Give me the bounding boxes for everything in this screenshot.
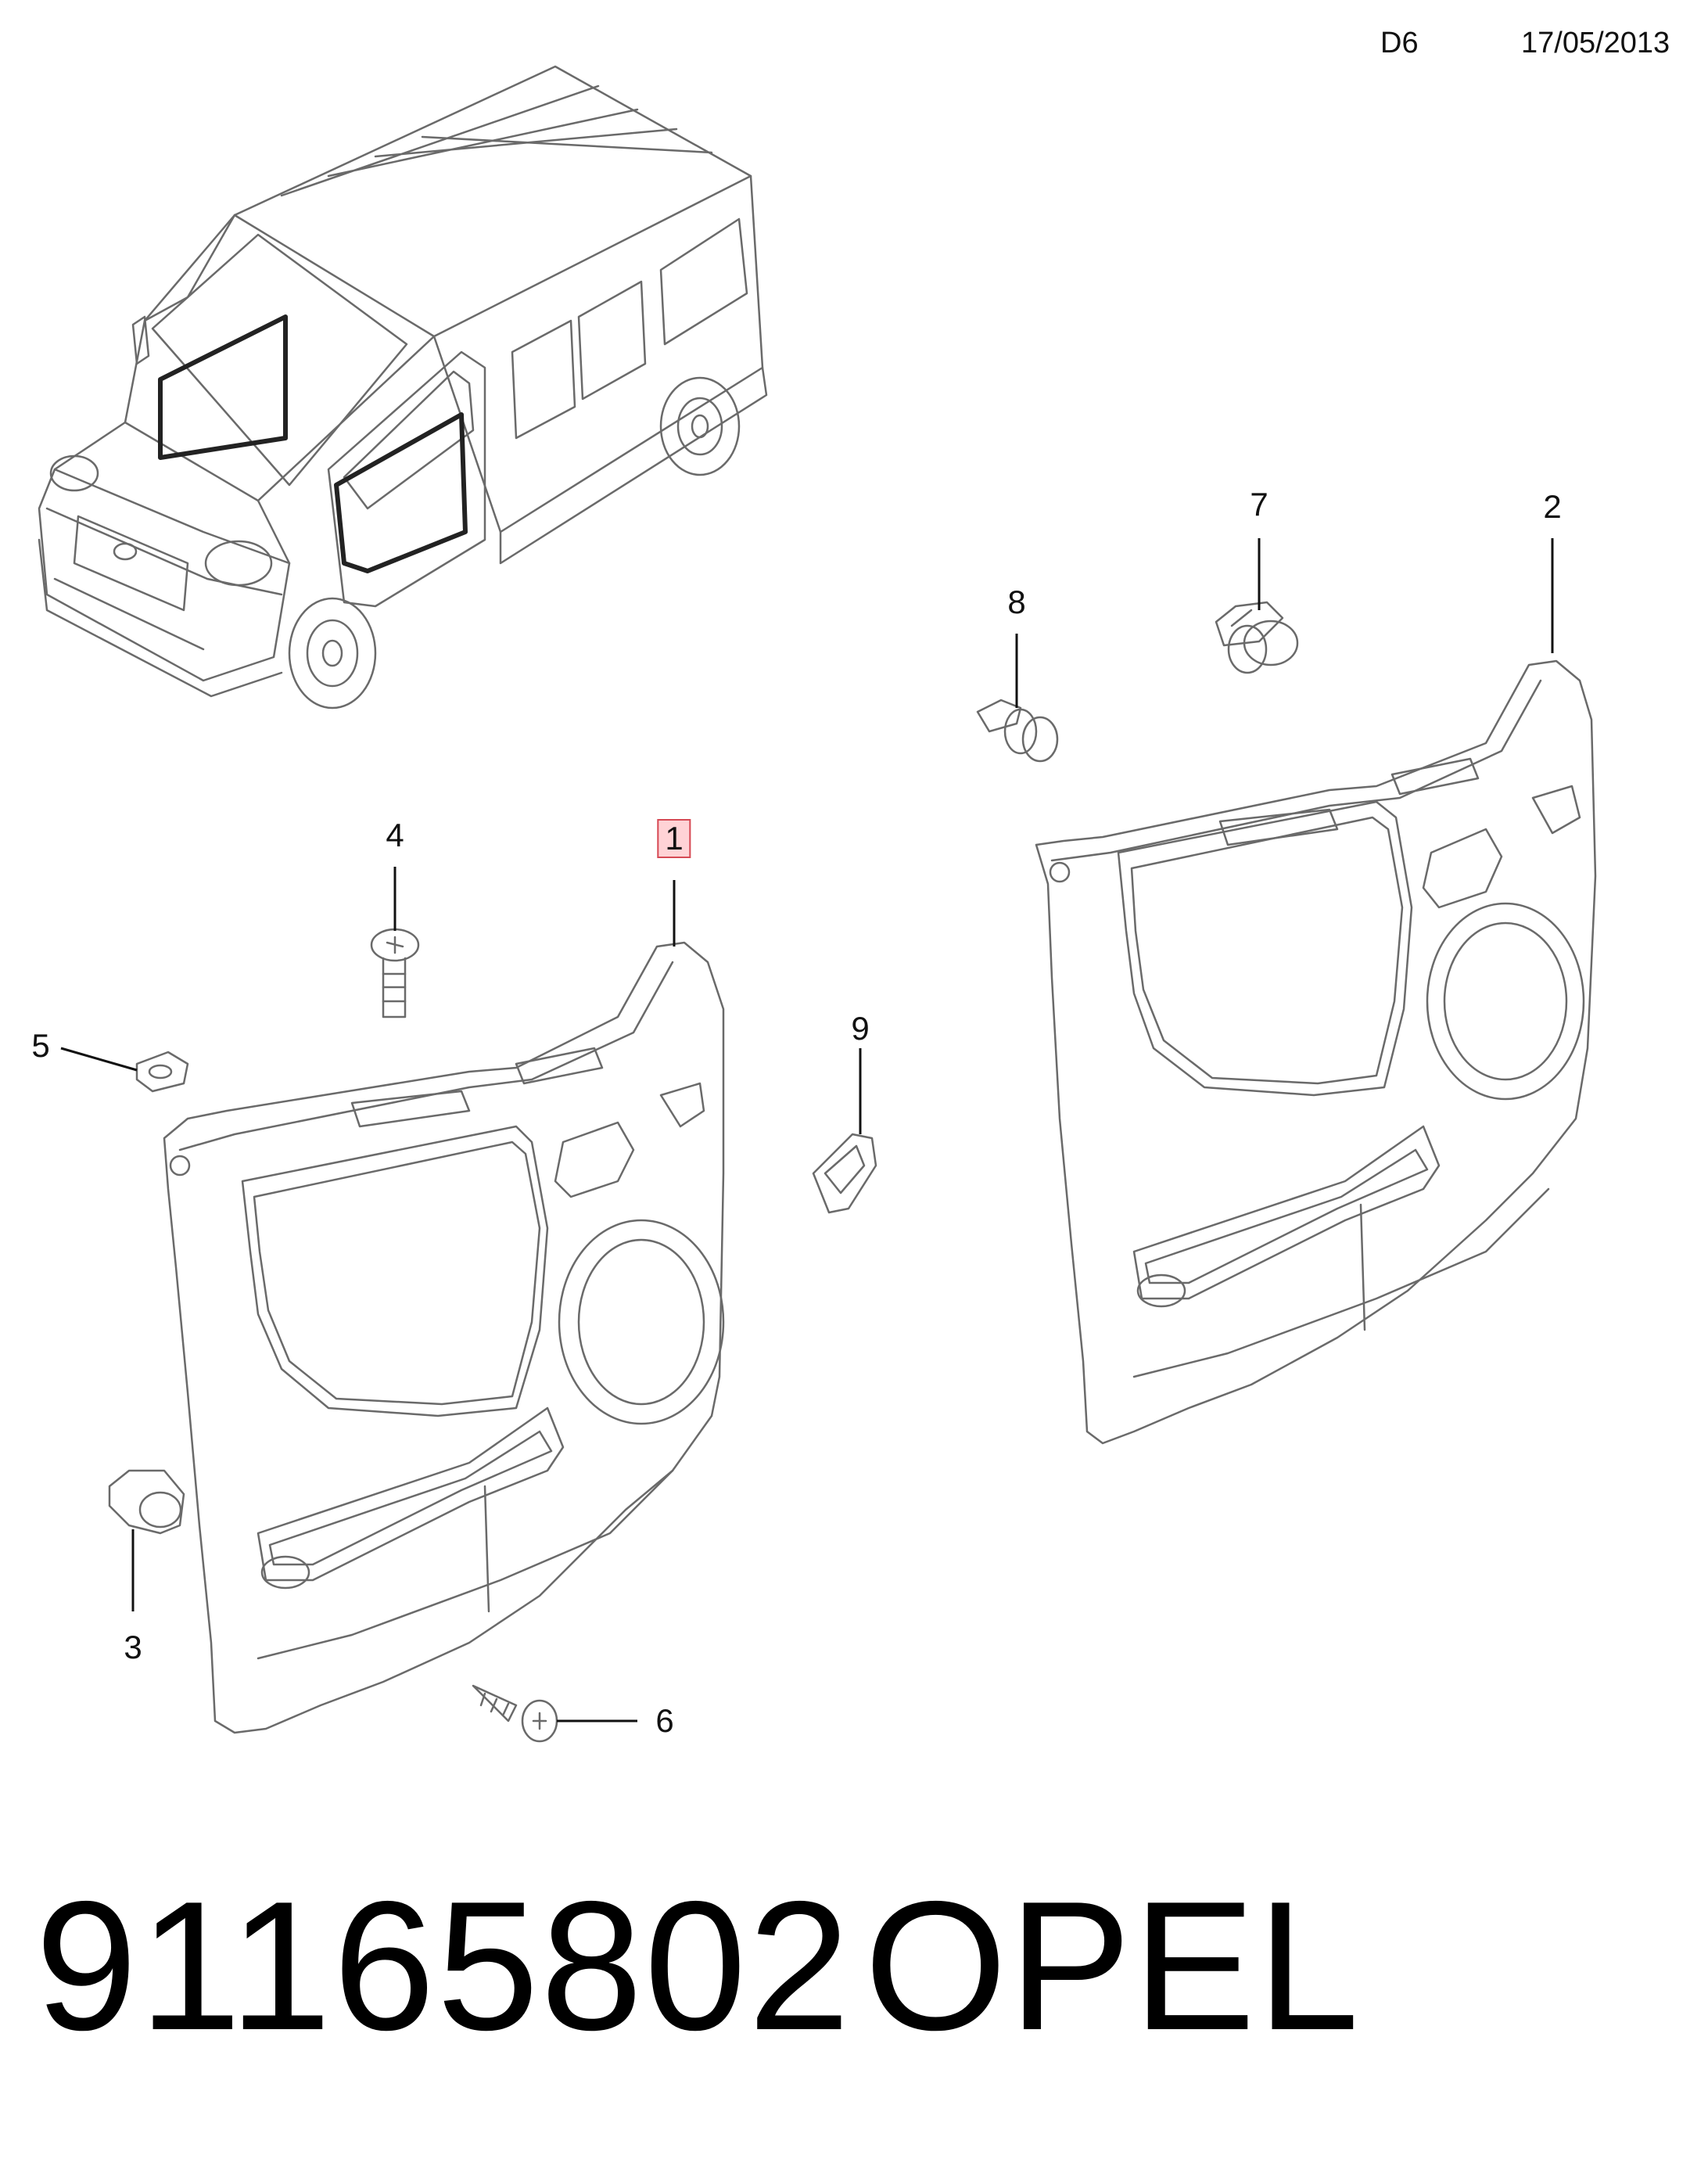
clip-part-7 (1215, 601, 1299, 674)
brand-name: OPEL (864, 1863, 1361, 2068)
callout-3[interactable]: 3 (124, 1629, 142, 1665)
door-trim-panel-rear (1035, 659, 1597, 1445)
van-illustration (38, 65, 768, 709)
part-number: 91165802 (35, 1863, 852, 2068)
diagram-code: D6 (1380, 27, 1419, 59)
callout-4[interactable]: 4 (386, 817, 404, 853)
screw-part-4 (370, 928, 420, 1018)
callout-1[interactable]: 1 (657, 819, 691, 858)
leader-lines (60, 538, 1554, 1723)
grommet-part-9 (812, 1133, 877, 1214)
diagram-date: 17/05/2013 (1521, 27, 1670, 59)
callout-8[interactable]: 8 (1007, 584, 1026, 620)
callout-6[interactable]: 6 (655, 1702, 674, 1739)
screw-part-6 (472, 1684, 558, 1743)
clip-nut-part-5 (135, 1051, 189, 1093)
callout-2[interactable]: 2 (1543, 488, 1562, 525)
bumper-part-3 (108, 1469, 185, 1535)
callout-7[interactable]: 7 (1250, 486, 1268, 523)
door-trim-panel-front (163, 941, 725, 1734)
callout-5[interactable]: 5 (31, 1027, 50, 1064)
callout-9[interactable]: 9 (851, 1010, 870, 1047)
push-pin-part-8 (976, 699, 1059, 763)
